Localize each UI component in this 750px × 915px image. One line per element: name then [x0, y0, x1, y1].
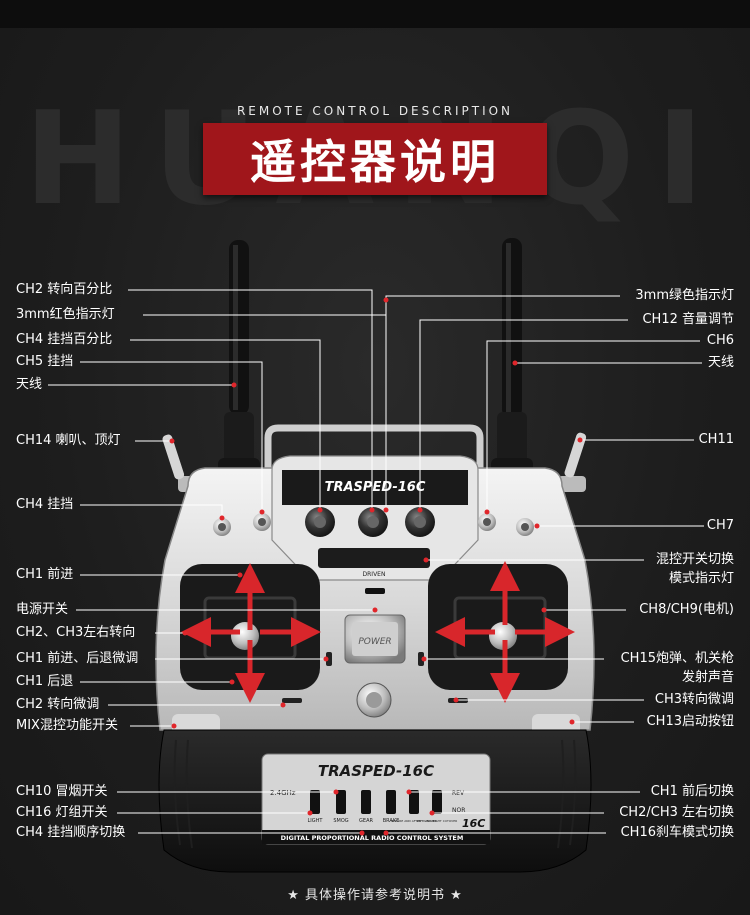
label-ch7: CH7	[706, 518, 734, 533]
smog-switch	[336, 790, 346, 814]
label-ch15-cannon: CH15炮弹、机关枪	[620, 651, 734, 666]
ch2-percent-knob	[305, 507, 335, 537]
panel-brand-text: TRASPED-16C	[318, 762, 434, 780]
ch2-trim	[282, 698, 302, 703]
system-label: DIGITAL PROPORTIONAL RADIO CONTROL SYSTE…	[281, 834, 464, 842]
label-antenna-right: 天线	[707, 355, 734, 370]
before-after-switch	[409, 790, 419, 814]
ch6-knob	[478, 513, 496, 531]
ch4-gear-knob	[213, 518, 231, 536]
mode-indicator-strip	[318, 548, 430, 568]
left-right-switch	[432, 790, 442, 814]
label-ch16-brake-mode: CH16刹车模式切换	[620, 825, 734, 840]
power-switch: POWER	[344, 614, 406, 664]
label-ch1-trim: CH1 前进、后退微调	[16, 651, 139, 666]
label-antenna-left: 天线	[16, 377, 43, 392]
label-ch2-ch3-lr-switch: CH2/CH3 左右切换	[619, 805, 734, 820]
label-ch2-steering-percent: CH2 转向百分比	[16, 282, 113, 297]
switch-label-gear: GEAR	[359, 818, 373, 824]
label-ch5-gear: CH5 挂挡	[16, 354, 74, 369]
power-label: POWER	[358, 637, 391, 647]
model-badge: 16C	[462, 817, 485, 830]
label-ch4-gear-percent: CH4 挂挡百分比	[16, 332, 113, 347]
page-title: 遥控器说明	[250, 135, 500, 189]
ch15-button	[418, 652, 424, 666]
nor-label: NOR	[452, 807, 465, 814]
driven-label: DRIVEN	[363, 571, 386, 578]
ch4-percent-knob	[405, 507, 435, 537]
label-ch14-horn-light: CH14 喇叭、顶灯	[16, 433, 121, 448]
carry-handle	[264, 424, 484, 470]
ch5-gear-knob	[253, 513, 271, 531]
ch13-start-button	[356, 682, 392, 718]
label-ch10-smoke: CH10 冒烟开关	[16, 784, 108, 799]
leader-dots	[169, 297, 583, 836]
label-ch1-fwd-rev-switch: CH1 前后切换	[650, 784, 734, 799]
label-ch16-lights: CH16 灯组开关	[16, 805, 108, 820]
label-ch1-forward: CH1 前进	[16, 567, 74, 582]
label-ch1-reverse: CH1 后退	[16, 674, 74, 689]
label-ch3-trim: CH3转向微调	[654, 692, 734, 707]
brake-switch	[386, 790, 396, 814]
right-antenna	[491, 238, 533, 480]
top-band	[0, 0, 750, 28]
footer-note: ★ 具体操作请参考说明书 ★	[287, 888, 463, 903]
leader-lines-right	[385, 295, 704, 834]
label-ch8-ch9-motor: CH8/CH9(电机)	[639, 602, 734, 617]
gear-switch	[361, 790, 371, 814]
rev-label: REV	[452, 790, 465, 797]
label-ch2-trim: CH2 转向微调	[16, 697, 100, 712]
label-mix-mode-switch: 混控开关切换	[655, 552, 734, 567]
label-ch12-volume: CH12 音量调节	[642, 312, 734, 327]
top-display-window	[282, 470, 468, 505]
label-ch2-ch3-steering: CH2、CH3左右转向	[16, 625, 136, 640]
switch-panel: TRASPED-16C 2.4GHz REV NOR LIGHT SMOG GE…	[261, 753, 491, 845]
label-red-indicator: 3mm红色指示灯	[16, 307, 115, 322]
label-mix-switch: MIX混控功能开关	[16, 718, 118, 733]
left-antenna	[218, 240, 260, 480]
label-mode-indicator: 模式指示灯	[668, 571, 734, 586]
label-ch4-gear-sequence: CH4 挂挡顺序切换	[16, 825, 126, 840]
label-ch11: CH11	[698, 432, 734, 447]
right-stick-arrows	[435, 561, 575, 703]
label-green-indicator: 3mm绿色指示灯	[635, 288, 734, 303]
ch1-trim-left	[326, 652, 332, 666]
ch7-knob	[516, 518, 534, 536]
right-gimbal	[428, 564, 568, 690]
top-brand-text: TRASPED-16C	[325, 480, 426, 495]
switch-label-before-after: BEFORE AND AFTER CUTOVER	[391, 819, 437, 823]
section-subtitle: REMOTE CONTROL DESCRIPTION	[236, 104, 514, 118]
left-stick-arrows	[181, 563, 321, 703]
label-ch4-gear: CH4 挂挡	[16, 497, 74, 512]
status-led-bar	[365, 588, 385, 594]
switch-label-light: LIGHT	[308, 818, 324, 824]
switch-label-brake: BRAKE	[383, 818, 400, 824]
switch-label-smog: SMOG	[333, 818, 348, 824]
title-banner: 遥控器说明	[203, 123, 547, 195]
ch12-volume-knob	[358, 507, 388, 537]
label-power-switch: 电源开关	[16, 602, 69, 617]
switch-label-left-right: LEFT AND RIGHT CUTOVER	[417, 819, 457, 823]
light-switch	[310, 790, 320, 814]
ch11-toggle-switch	[558, 432, 587, 492]
label-ch13-start: CH13启动按钮	[646, 714, 734, 729]
label-ch15-sound: 发射声音	[681, 670, 734, 685]
label-ch6: CH6	[706, 333, 734, 348]
frequency-label: 2.4GHz	[270, 789, 296, 797]
